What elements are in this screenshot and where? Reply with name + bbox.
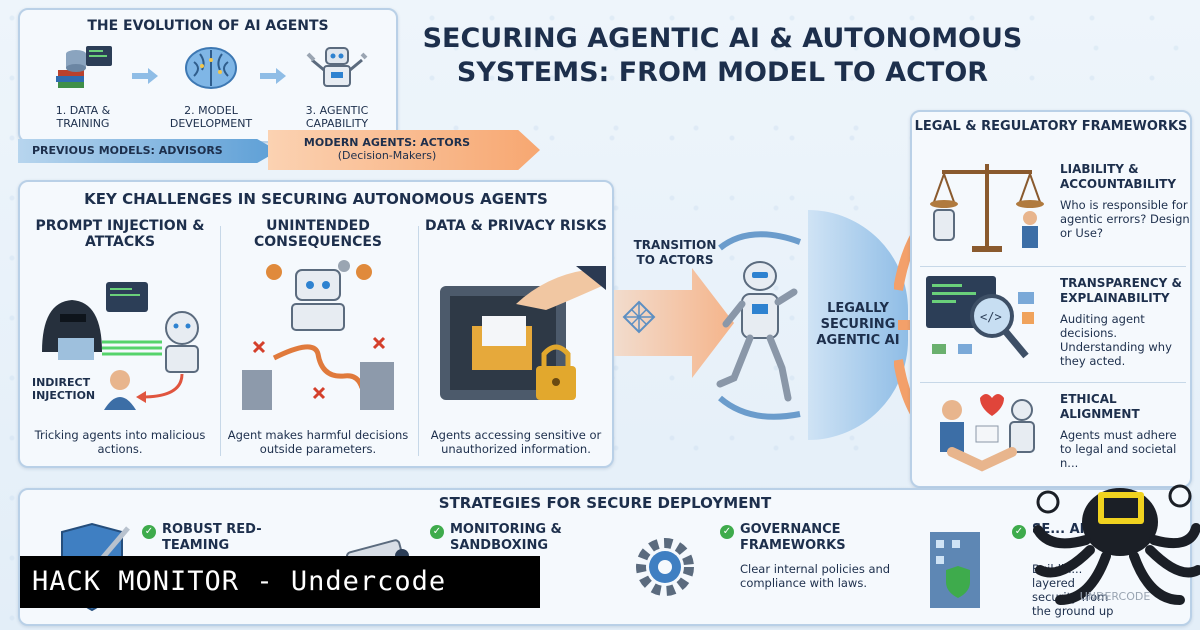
transition-label: TRANSITION TO ACTORS [633,238,717,267]
actors-label: MODERN AGENTS: ACTORS [303,136,471,149]
check-icon: ✓ [142,525,156,539]
legal-item-title: LIABILITY & ACCOUNTABILITY [1060,162,1177,191]
gears-icon [636,538,694,596]
stage-label: 1. DATA & TRAINING [55,104,111,130]
actors-arrow: MODERN AGENTS: ACTORS (Decision-Makers) [268,130,540,170]
legal-item-desc: Auditing agent decisions. Understanding … [1060,312,1172,368]
strategies-title: STRATEGIES FOR SECURE DEPLOYMENT [438,494,772,512]
challenge-title: DATA & PRIVACY RISKS [425,218,607,234]
challenge-unintended-consequences: UNINTENDED CONSEQUENCES Agent makes harm… [220,218,416,462]
confused-robot-icon [242,260,394,410]
challenge-data-privacy: DATA & PRIVACY RISKS Agents accessing se… [418,218,614,462]
database-books-icon [56,46,112,88]
divider [220,226,221,456]
building-shield-icon [930,532,980,608]
check-icon: ✓ [430,525,444,539]
legal-item-ethical: ETHICAL ALIGNMENT Agents must adhere to … [918,388,1188,498]
strategy-governance: ✓ GOVERNANCE FRAMEWORKS Clear internal p… [620,520,900,620]
robot-tools-icon [306,47,368,87]
injection-caption: INDIRECT INJECTION [32,376,96,402]
walking-robot-icon [716,231,802,420]
challenge-title: PROMPT INJECTION & ATTACKS [35,218,205,250]
strategy-title: GOVERNANCE FRAMEWORKS [740,522,846,553]
safe-lock-icon [440,266,606,400]
brain-icon [185,47,237,89]
svg-text:UNDERCODE: UNDERCODE [1080,590,1151,603]
advisors-arrow: PREVIOUS MODELS: ADVISORS [18,139,278,163]
legal-panel: LEGAL & REGULATORY FRAMEWORKS LIABILITY … [910,110,1192,488]
legal-item-desc: Agents must adhere to legal and societal… [1060,428,1177,470]
challenges-title: KEY CHALLENGES IN SECURING AUTONOMOUS AG… [84,190,548,208]
divider [920,266,1186,267]
hack-monitor-banner: HACK MONITOR - Undercode [20,556,540,608]
challenges-panel: KEY CHALLENGES IN SECURING AUTONOMOUS AG… [18,180,614,468]
legal-title: LEGAL & REGULATORY FRAMEWORKS [914,119,1188,134]
legal-item-title: ETHICAL ALIGNMENT [1060,392,1140,421]
stage-agentic-capability: 3. AGENTIC CAPABILITY [292,42,382,130]
legal-item-desc: Who is responsible for agentic errors? D… [1060,198,1190,240]
undercode-octopus-logo: UNDERCODE [1033,484,1200,605]
strategy-title: MONITORING & SANDBOXING [450,522,562,553]
scales-icon [930,164,1044,252]
actors-sublabel: (Decision-Makers) [337,149,437,162]
stage-data-training: 1. DATA & TRAINING [38,42,128,130]
arrow-right-icon [260,68,286,84]
legal-item-liability: LIABILITY & ACCOUNTABILITY Who is respon… [918,158,1190,268]
strategy-desc: Clear internal policies and compliance w… [740,562,891,590]
divider [418,226,419,456]
strategy-title: ROBUST RED-TEAMING [162,522,262,553]
legal-item-transparency: </> TRANSPARENCY & EXPLAINABILITY Auditi… [918,272,1188,382]
evolution-panel: THE EVOLUTION OF AI AGENTS 1. DATA & TRA… [18,8,398,143]
stage-label: 2. MODEL DEVELOPMENT [169,104,253,130]
svg-text:</>: </> [980,310,1002,324]
page-title: SECURING AGENTIC AI & AUTONOMOUS SYSTEMS… [422,23,1023,88]
network-node-icon [622,300,656,334]
check-icon: ✓ [1012,525,1026,539]
magnifier-code-icon: </> [926,276,1034,359]
stage-label: 3. AGENTIC CAPABILITY [305,104,369,130]
challenge-prompt-injection: PROMPT INJECTION & ATTACKS INDIRECT INJE… [22,218,218,462]
handshake-icon [940,394,1035,472]
challenge-desc: Agent makes harmful decisions outside pa… [227,428,409,456]
challenge-desc: Agents accessing sensitive or unauthoriz… [430,428,602,456]
stage-model-development: 2. MODEL DEVELOPMENT [166,42,256,130]
check-icon: ✓ [720,525,734,539]
arrow-right-icon [132,68,158,84]
legal-item-title: TRANSPARENCY & EXPLAINABILITY [1060,276,1182,305]
hacker-robot-icon [42,282,199,410]
challenge-desc: Tricking agents into malicious actions. [34,428,206,456]
evolution-title: THE EVOLUTION OF AI AGENTS [87,18,329,34]
divider [920,382,1186,383]
challenge-title: UNINTENDED CONSEQUENCES [253,218,382,250]
